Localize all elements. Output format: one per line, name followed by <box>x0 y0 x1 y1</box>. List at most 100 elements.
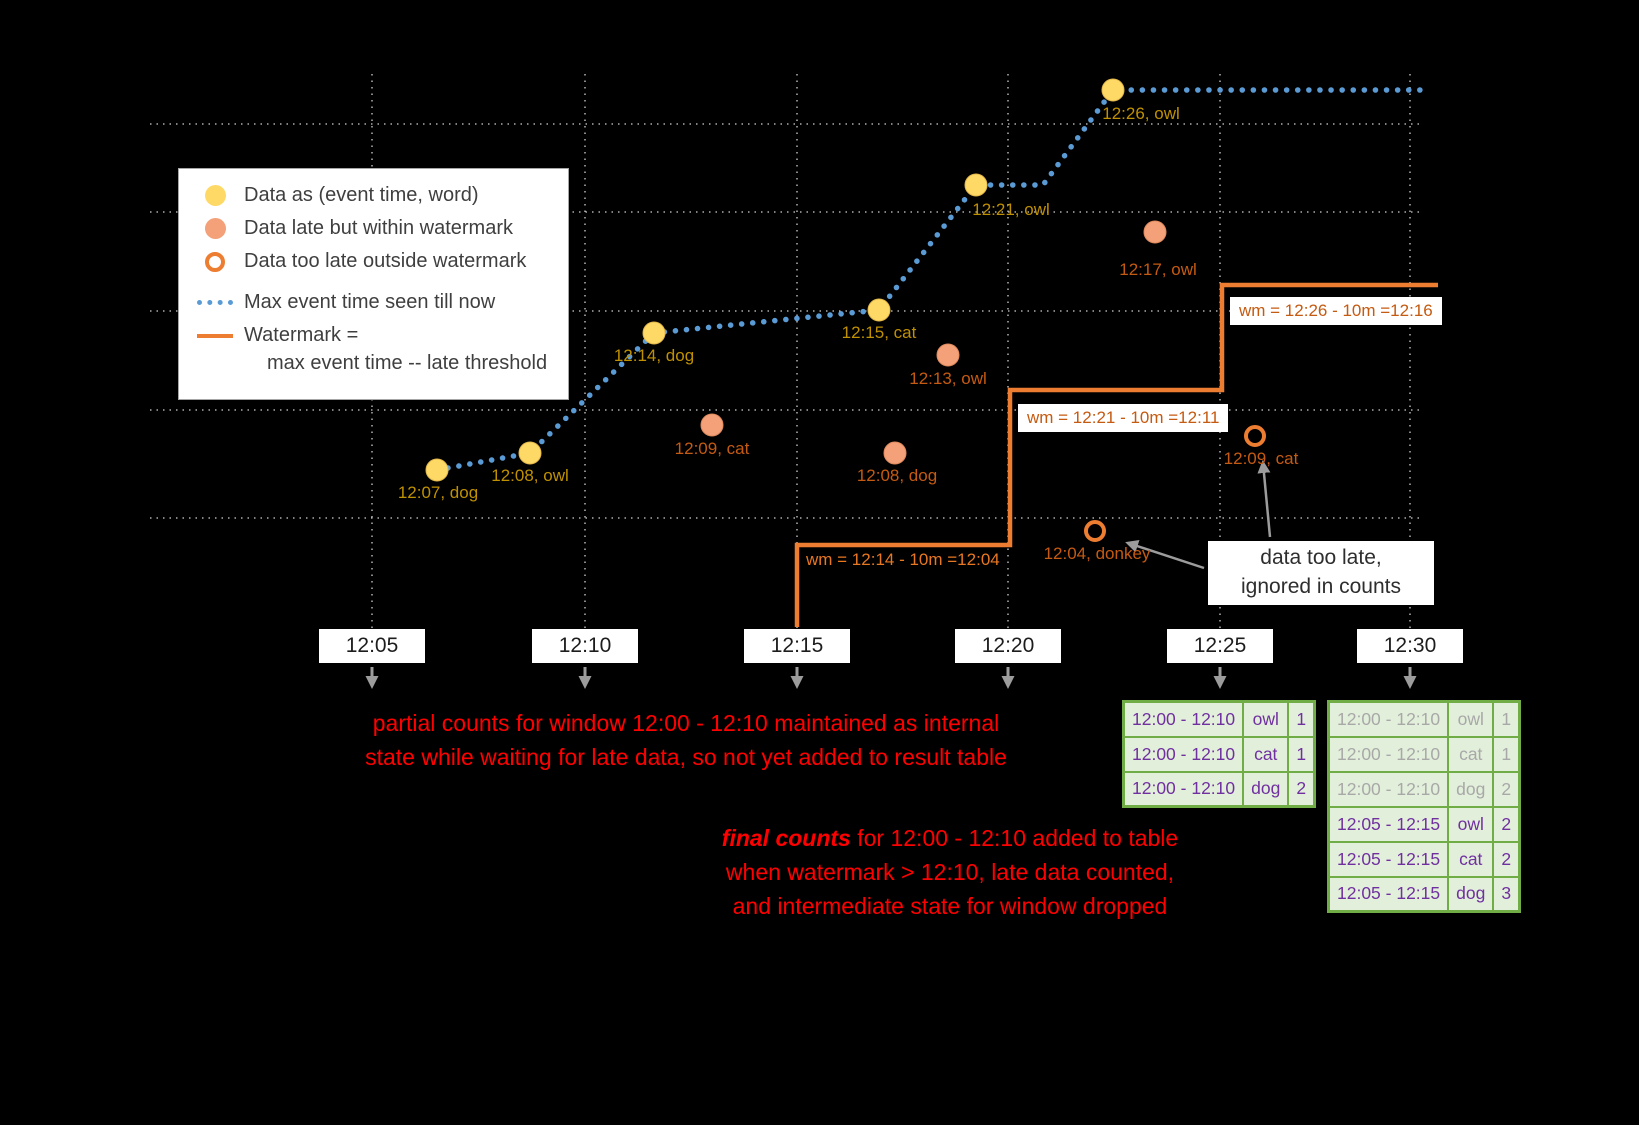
point-label: 12:21, owl <box>972 200 1050 219</box>
legend-item-watermark-line2: max event time -- late threshold <box>267 352 554 375</box>
legend-label: max event time -- late threshold <box>267 352 548 374</box>
table-row: 12:00 - 12:10 owl 1 <box>1122 700 1316 738</box>
tick-1205: 12:05 <box>319 629 425 663</box>
tick-1225: 12:25 <box>1167 629 1273 663</box>
cell-window: 12:00 - 12:10 <box>1327 735 1450 773</box>
cell-count: 1 <box>1492 735 1521 773</box>
final-counts-line2: when watermark > 12:10, late data counte… <box>725 859 1175 885</box>
legend-label: Data as (event time, word) <box>244 184 479 206</box>
partial-counts-note: partial counts for window 12:00 - 12:10 … <box>326 706 1046 774</box>
cell-word: owl <box>1242 700 1290 738</box>
cell-word: owl <box>1447 700 1495 738</box>
max-event-time-line-sample <box>197 300 233 305</box>
cell-window: 12:00 - 12:10 <box>1327 700 1450 738</box>
result-table-1230: 12:00 - 12:10 owl 1 12:00 - 12:10 cat 1 … <box>1327 700 1522 913</box>
late-dot-icon <box>197 218 233 239</box>
max-event-time-line <box>434 87 1424 473</box>
legend-label: Data late but within watermark <box>244 217 514 239</box>
point-toolate-1209-cat <box>1244 425 1266 447</box>
cell-count: 2 <box>1492 770 1521 808</box>
final-counts-note: final counts for 12:00 - 12:10 added to … <box>640 821 1260 923</box>
point-1207-dog <box>425 458 449 482</box>
legend-item-max-event-time: Max event time seen till now <box>197 291 554 314</box>
point-label: 12:17, owl <box>1119 260 1197 279</box>
tick-arrows <box>365 667 1417 689</box>
point-label: 12:07, dog <box>397 483 479 502</box>
cell-count: 2 <box>1287 770 1316 808</box>
legend-item-late: Data late but within watermark <box>197 217 554 240</box>
watermark-label-3: wm = 12:26 - 10m =12:16 <box>1230 297 1442 325</box>
watermark-line <box>794 282 1438 627</box>
cell-window: 12:05 - 12:15 <box>1327 840 1450 878</box>
point-toolate-1204-donkey <box>1084 520 1106 542</box>
point-label: 12:14, dog <box>613 346 695 365</box>
table-row: 12:05 - 12:15 dog 3 <box>1327 875 1521 913</box>
point-label: 12:04, donkey <box>1043 544 1151 563</box>
point-label: 12:26, owl <box>1102 104 1180 123</box>
point-label: 12:08, owl <box>491 466 569 485</box>
on-time-dot-icon <box>197 185 233 206</box>
too-late-note-line1: data too late, <box>1260 546 1382 569</box>
cell-window: 12:05 - 12:15 <box>1327 875 1450 913</box>
table-row: 12:00 - 12:10 owl 1 <box>1327 700 1521 738</box>
partial-counts-line1: partial counts for window 12:00 - 12:10 … <box>372 710 1000 736</box>
too-late-pointer-arrows <box>1125 460 1272 570</box>
tick-1215: 12:15 <box>744 629 850 663</box>
point-late-1213-owl <box>936 343 960 367</box>
point-label: 12:09, cat <box>1223 449 1299 468</box>
pointer-arrow-icon <box>1125 539 1205 570</box>
table-row: 12:00 - 12:10 cat 1 <box>1327 735 1521 773</box>
watermark-label-2: wm = 12:21 - 10m =12:11 <box>1018 404 1229 432</box>
point-1214-dog <box>642 321 666 345</box>
cell-window: 12:00 - 12:10 <box>1122 735 1245 773</box>
final-counts-emphasis: final counts <box>721 825 851 851</box>
cell-word: cat <box>1447 735 1495 773</box>
table-row: 12:00 - 12:10 dog 2 <box>1327 770 1521 808</box>
point-late-1209-cat <box>700 413 724 437</box>
cell-word: cat <box>1242 735 1290 773</box>
cell-word: dog <box>1447 875 1495 913</box>
final-counts-line1-rest: for 12:00 - 12:10 added to table <box>850 825 1179 851</box>
cell-word: owl <box>1447 805 1495 843</box>
cell-window: 12:00 - 12:10 <box>1122 770 1245 808</box>
watermark-line-sample <box>197 333 233 338</box>
cell-count: 2 <box>1492 840 1521 878</box>
legend-item-watermark: Watermark = <box>197 324 554 347</box>
cell-count: 1 <box>1492 700 1521 738</box>
table-row: 12:00 - 12:10 cat 1 <box>1122 735 1316 773</box>
cell-word: cat <box>1447 840 1495 878</box>
table-row: 12:05 - 12:15 cat 2 <box>1327 840 1521 878</box>
point-late-1217-owl <box>1143 220 1167 244</box>
legend-item-too-late: Data too late outside watermark <box>197 250 554 273</box>
point-label: 12:09, cat <box>674 439 750 458</box>
pointer-arrow-icon <box>1257 460 1272 538</box>
watermark-label-1: wm = 12:14 - 10m =12:04 <box>806 550 1000 569</box>
tick-1220: 12:20 <box>955 629 1061 663</box>
result-table-1225: 12:00 - 12:10 owl 1 12:00 - 12:10 cat 1 … <box>1122 700 1317 808</box>
point-1208-owl <box>518 441 542 465</box>
cell-word: dog <box>1242 770 1290 808</box>
final-counts-line1: final counts for 12:00 - 12:10 added to … <box>640 821 1260 855</box>
legend: Data as (event time, word) Data late but… <box>178 168 569 400</box>
too-late-dot-icon <box>197 251 233 272</box>
too-late-note: data too late, ignored in counts <box>1208 541 1434 605</box>
point-1226-owl <box>1101 78 1125 102</box>
legend-item-on-time: Data as (event time, word) <box>197 184 554 207</box>
point-1215-cat <box>867 298 891 322</box>
point-label: 12:13, owl <box>909 369 987 388</box>
table-row: 12:05 - 12:15 owl 2 <box>1327 805 1521 843</box>
partial-counts-line2: state while waiting for late data, so no… <box>365 744 1007 770</box>
too-late-note-line2: ignored in counts <box>1241 575 1401 598</box>
final-counts-line3: and intermediate state for window droppe… <box>732 893 1168 919</box>
point-label: 12:08, dog <box>856 466 938 485</box>
point-1221-owl <box>964 173 988 197</box>
tick-1230: 12:30 <box>1357 629 1463 663</box>
cell-count: 1 <box>1287 735 1316 773</box>
legend-label: Max event time seen till now <box>244 291 496 313</box>
legend-label: Watermark = <box>244 324 359 346</box>
point-label: 12:15, cat <box>841 323 917 342</box>
cell-window: 12:00 - 12:10 <box>1122 700 1245 738</box>
cell-count: 2 <box>1492 805 1521 843</box>
